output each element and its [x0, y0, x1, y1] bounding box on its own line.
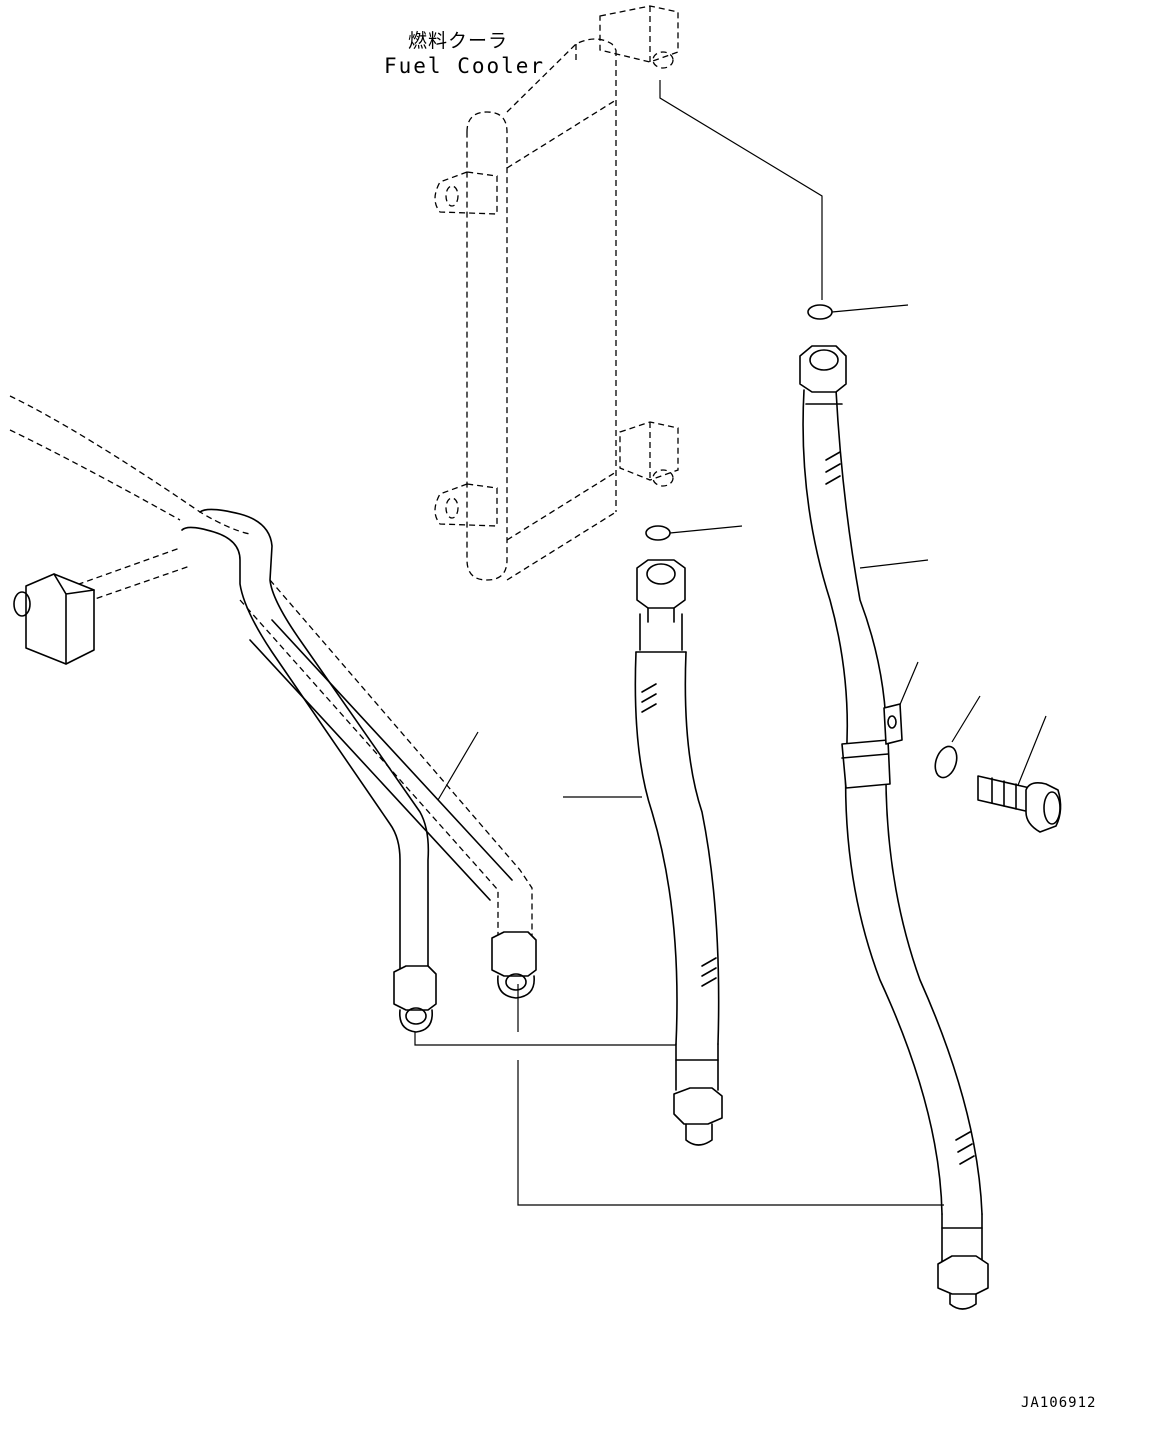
clamp-icon — [841, 703, 903, 789]
drawing-code: JA106912 — [1021, 1395, 1097, 1411]
hose-long-icon — [799, 345, 989, 1310]
bolt-icon — [977, 775, 1062, 833]
hose-short-icon — [634, 559, 723, 1146]
fuel-tubes-icon — [9, 395, 537, 1033]
o-ring-lower-icon — [645, 525, 671, 541]
leader-lines — [414, 80, 1047, 1206]
washer-icon — [934, 745, 958, 779]
component-label-jp: 燃料クーラ — [408, 30, 509, 52]
component-label-en: Fuel Cooler — [384, 54, 546, 78]
fuel-cooler-icon — [434, 5, 679, 581]
o-ring-upper-icon — [807, 304, 833, 320]
